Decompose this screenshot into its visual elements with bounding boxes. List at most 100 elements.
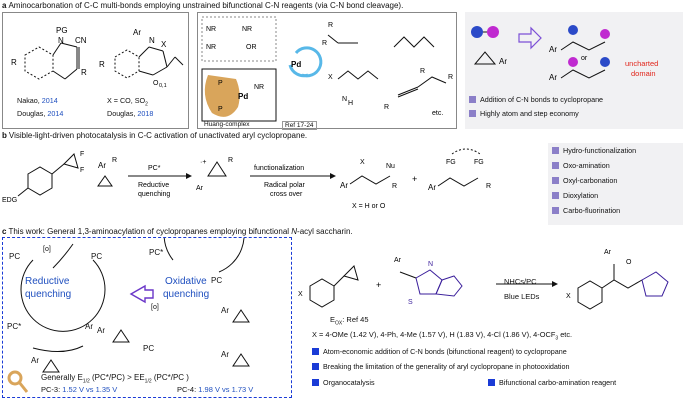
svg-text:X: X [566, 293, 571, 300]
svg-text:R: R [392, 183, 397, 190]
n-dot-icon [487, 26, 499, 38]
svg-text:Ar: Ar [549, 73, 557, 82]
o-label: O [153, 80, 159, 87]
svg-text:OR: OR [246, 44, 257, 51]
svg-text:R: R [384, 104, 389, 111]
svg-text:or: or [581, 55, 588, 62]
svg-text:R: R [420, 68, 425, 75]
pc-label-1: PC [9, 252, 21, 261]
domain-label: domain [631, 69, 656, 78]
svg-text:Pd: Pd [291, 60, 301, 69]
svg-text:X: X [298, 291, 303, 298]
cn-label: CN [75, 36, 87, 45]
panel-b-list: Hydro-functionalization Oxo-amination Ox… [548, 143, 683, 225]
condition-light: Blue LEDs [504, 292, 540, 301]
generally-text: Generally E1/2 (PC*/PC) > EE1/2 (PC*/PC … [41, 373, 189, 385]
svg-text:R: R [228, 157, 233, 164]
svg-text:F: F [80, 167, 84, 174]
panel-a-title-text: Aminocarbonation of C-C multi-bonds empl… [8, 1, 404, 10]
svg-text:Ar: Ar [604, 249, 612, 256]
c-dot-icon [471, 26, 483, 38]
panel-c-reaction: X + Ar S N X Ar O [298, 249, 669, 310]
ref-range: Ref 17-24 [282, 121, 317, 131]
ref-nakao: Nakao, 2014 [17, 96, 58, 105]
svg-text:F: F [80, 151, 84, 158]
panel-a-left-structures: PG N CN R R Ar N X O 0,1 R [11, 26, 184, 89]
svg-text:P: P [218, 80, 223, 87]
substituent-list: X = 4-OMe (1.42 V), 4-Ph, 4-Me (1.57 V),… [312, 330, 573, 342]
svg-text:FG: FG [446, 159, 456, 166]
svg-text:N: N [342, 96, 347, 103]
svg-text:etc.: etc. [432, 110, 443, 117]
svg-text:Ar: Ar [499, 57, 507, 66]
panel-c-bullet-2: Breaking the limitation of the generalit… [312, 362, 570, 371]
pc-label-2: PC [211, 276, 223, 285]
huang-complex-label: Huang-complex [204, 121, 250, 128]
r-label: R [81, 68, 87, 77]
svg-text:H: H [348, 100, 353, 107]
svg-text:Reductive: Reductive [138, 182, 169, 189]
panel-a-reagents: NR NR NR OR Pd R R Pd P P NR X H N R R R… [201, 16, 453, 122]
key-icon [7, 370, 29, 393]
ar-label-c1: Ar [85, 322, 93, 331]
svg-text:X = H or O: X = H or O [352, 203, 386, 210]
svg-text:functionalization: functionalization [254, 165, 304, 172]
panel-c-bullet-4: Bifunctional carbo-amination reagent [488, 378, 616, 387]
svg-text:NR: NR [254, 84, 264, 91]
svg-text:Ar: Ar [428, 183, 436, 192]
oxidative-quenching-label: quenching [163, 289, 210, 300]
sub-label: 0,1 [159, 83, 167, 89]
svg-text:Ar: Ar [394, 257, 402, 264]
x-label: X [161, 40, 167, 49]
panel-a-letter: a [2, 1, 7, 10]
svg-text:NR: NR [206, 44, 216, 51]
panel-a-middle-box: NR NR NR OR Pd R R Pd P P NR X H N R R R… [197, 12, 457, 131]
panel-a-bullet-2: Highly atom and step economy [469, 109, 579, 118]
reductive-label: Reductive [25, 276, 70, 287]
svg-text:+: + [376, 280, 381, 290]
oxidative-label: Oxidative [165, 276, 207, 287]
uncharted-label: uncharted [625, 59, 659, 68]
eox-ref: EOX: Ref 45 [330, 315, 369, 327]
svg-text:+: + [412, 174, 417, 184]
panel-b-list-item-2: Oxo-amination [552, 161, 610, 170]
ref-douglas-2018: Douglas, 2018 [107, 109, 154, 118]
mechanism-box: PC [o] PC Reductive quenching PC* Ar PC*… [2, 194, 292, 398]
svg-text:R: R [448, 74, 453, 81]
o-label-2: [o] [151, 304, 159, 311]
panel-b-scheme: EDG F F Ar R PC* Reductive quenching ·+ … [2, 148, 491, 210]
svg-text:O: O [626, 259, 632, 266]
panel-c-bullet-3: Organocatalysis [312, 378, 375, 387]
svg-text:R: R [112, 157, 117, 164]
panel-a-right-box: Ar Ar Ar or uncharted domain Addition of… [465, 12, 683, 129]
svg-text:Ar: Ar [340, 181, 348, 190]
pc-star-label-1: PC* [7, 322, 22, 331]
ar-label-c3: Ar [221, 350, 229, 359]
ar-label-c2: Ar [221, 306, 229, 315]
panel-b-list-item-1: Hydro-functionalization [552, 146, 636, 155]
svg-text:PC*: PC* [148, 165, 161, 172]
svg-text:X: X [328, 74, 333, 81]
r-label-2: R [11, 58, 17, 67]
ar-label: Ar [133, 28, 141, 37]
ar-label-c4: Ar [97, 326, 105, 335]
panel-b-list-item-4: Dioxylation [552, 191, 598, 200]
svg-text:R: R [328, 22, 333, 29]
svg-text:Radical polar: Radical polar [264, 182, 306, 189]
ref-douglas-2014: Douglas, 2014 [17, 109, 64, 118]
panel-a-concept: Ar Ar Ar or [471, 25, 610, 82]
svg-text:Ar: Ar [98, 161, 106, 170]
ar-label-c5: Ar [31, 356, 39, 365]
svg-text:Nu: Nu [386, 163, 395, 170]
svg-text:P: P [218, 106, 223, 113]
pc4-value: PC-4: 1.98 V vs 1.73 V [177, 385, 254, 394]
panel-a-left-box: PG N CN R R Ar N X O 0,1 R Nakao, 2014 D… [2, 12, 189, 129]
arrow-icon [518, 26, 542, 50]
panel-b-list-item-5: Carbo-fluorination [552, 206, 620, 215]
svg-text:EDG: EDG [2, 197, 17, 204]
panel-a-bullet-1: Addition of C-N bonds to cyclopropane [469, 95, 603, 104]
pc-minus-label: PC [91, 252, 103, 261]
svg-text:Ar: Ar [549, 45, 557, 54]
